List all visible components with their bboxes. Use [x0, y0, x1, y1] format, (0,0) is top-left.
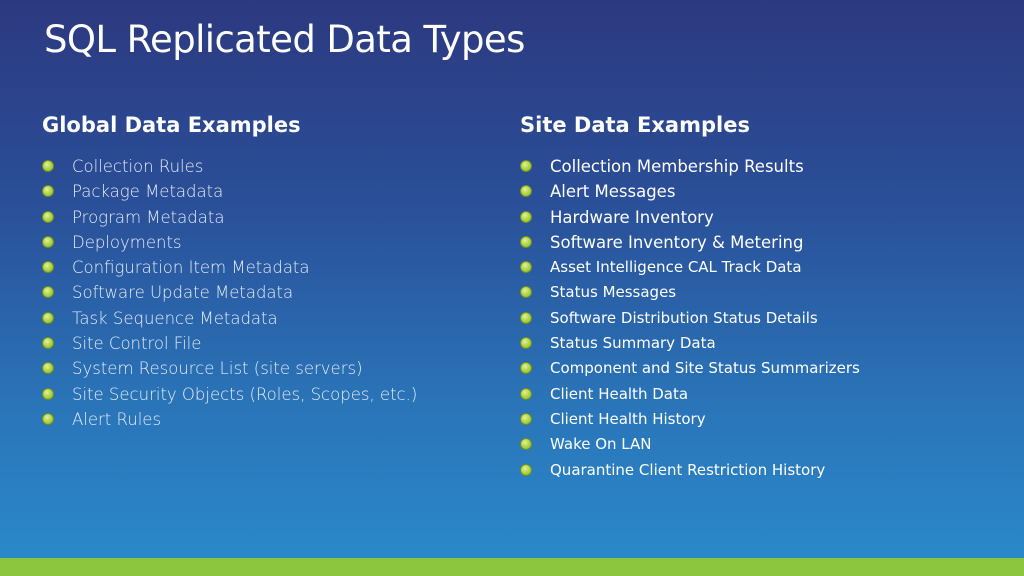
list-item-label: Status Summary Data	[550, 334, 716, 353]
list-item: Software Inventory & Metering	[520, 230, 990, 255]
list-item-label: Deployments	[72, 232, 182, 252]
list-item: System Resource List (site servers)	[42, 356, 482, 381]
bullet-dot-icon	[520, 438, 532, 451]
list-item-label: Configuration Item Metadata	[72, 258, 310, 278]
bullet-dot-icon	[520, 210, 532, 223]
list-item-label: Software Distribution Status Details	[550, 308, 818, 327]
bullet-dot-icon	[42, 210, 54, 223]
global-data-heading: Global Data Examples	[42, 113, 301, 137]
list-item-label: Collection Membership Results	[550, 157, 804, 176]
bullet-dot-icon	[42, 311, 54, 324]
footer-accent-bar	[0, 558, 1024, 576]
global-data-column: Global Data Examples Collection Rules Pa…	[42, 110, 482, 432]
list-item: Alert Messages	[520, 179, 990, 204]
bullet-dot-icon	[520, 261, 532, 274]
bullet-dot-icon	[520, 235, 532, 248]
bullet-dot-icon	[42, 337, 54, 350]
list-item: Site Security Objects (Roles, Scopes, et…	[42, 382, 482, 407]
bullet-dot-icon	[42, 235, 54, 248]
bullet-dot-icon	[520, 286, 532, 299]
list-item: Status Messages	[520, 280, 990, 305]
list-item-label: Hardware Inventory	[550, 207, 714, 227]
site-data-column: Site Data Examples Collection Membership…	[520, 110, 990, 483]
bullet-dot-icon	[520, 387, 532, 400]
list-item-label: Alert Rules	[72, 409, 162, 429]
list-item-label: Wake On LAN	[550, 435, 652, 454]
list-item: Asset Intelligence CAL Track Data	[520, 255, 990, 280]
bullet-dot-icon	[42, 160, 54, 172]
list-item-label: Package Metadata	[72, 182, 224, 202]
list-item-label: Status Messages	[550, 283, 677, 302]
bullet-dot-icon	[520, 160, 532, 172]
list-item-label: Site Security Objects (Roles, Scopes, et…	[72, 384, 418, 404]
list-item-label: Client Health Data	[550, 384, 689, 403]
site-data-heading: Site Data Examples	[520, 113, 750, 137]
list-item-label: Asset Intelligence CAL Track Data	[550, 258, 802, 277]
list-item: Software Distribution Status Details	[520, 306, 990, 331]
list-item: Program Metadata	[42, 205, 482, 230]
bullet-dot-icon	[520, 463, 532, 476]
global-data-list: Collection Rules Package Metadata Progra…	[42, 154, 482, 432]
list-item: Component and Site Status Summarizers	[520, 356, 990, 381]
list-item: Status Summary Data	[520, 331, 990, 356]
list-item-label: Program Metadata	[72, 207, 225, 227]
slide-title: SQL Replicated Data Types	[44, 18, 525, 61]
list-item-label: Quarantine Client Restriction History	[550, 460, 826, 479]
list-item-label: Software Update Metadata	[72, 283, 294, 303]
list-item-label: Alert Messages	[550, 182, 676, 202]
list-item: Site Control File	[42, 331, 482, 356]
list-item-label: Task Sequence Metadata	[72, 308, 278, 328]
bullet-dot-icon	[42, 412, 54, 425]
bullet-dot-icon	[520, 311, 532, 324]
bullet-dot-icon	[520, 185, 532, 198]
list-item-label: Component and Site Status Summarizers	[550, 359, 860, 378]
list-item: Deployments	[42, 230, 482, 255]
bullet-dot-icon	[42, 387, 54, 400]
list-item: Package Metadata	[42, 179, 482, 204]
list-item: Client Health History	[520, 407, 990, 432]
bullet-dot-icon	[42, 261, 54, 274]
list-item: Software Update Metadata	[42, 280, 482, 305]
list-item: Configuration Item Metadata	[42, 255, 482, 280]
list-item-label: Client Health History	[550, 409, 706, 428]
list-item-label: System Resource List (site servers)	[72, 359, 363, 379]
site-data-list: Collection Membership Results Alert Mess…	[520, 154, 990, 483]
bullet-dot-icon	[42, 362, 54, 375]
list-item: Collection Membership Results	[520, 154, 990, 179]
bullet-dot-icon	[520, 412, 532, 425]
list-item-label: Site Control File	[72, 334, 202, 354]
bullet-dot-icon	[42, 286, 54, 299]
list-item: Wake On LAN	[520, 432, 990, 457]
list-item: Hardware Inventory	[520, 205, 990, 230]
list-item: Task Sequence Metadata	[42, 306, 482, 331]
bullet-dot-icon	[520, 362, 532, 375]
list-item: Quarantine Client Restriction History	[520, 458, 990, 483]
bullet-dot-icon	[42, 185, 54, 198]
list-item-label: Software Inventory & Metering	[550, 232, 804, 252]
list-item-label: Collection Rules	[72, 157, 204, 176]
list-item: Client Health Data	[520, 382, 990, 407]
list-item: Collection Rules	[42, 154, 482, 179]
list-item: Alert Rules	[42, 407, 482, 432]
bullet-dot-icon	[520, 337, 532, 350]
